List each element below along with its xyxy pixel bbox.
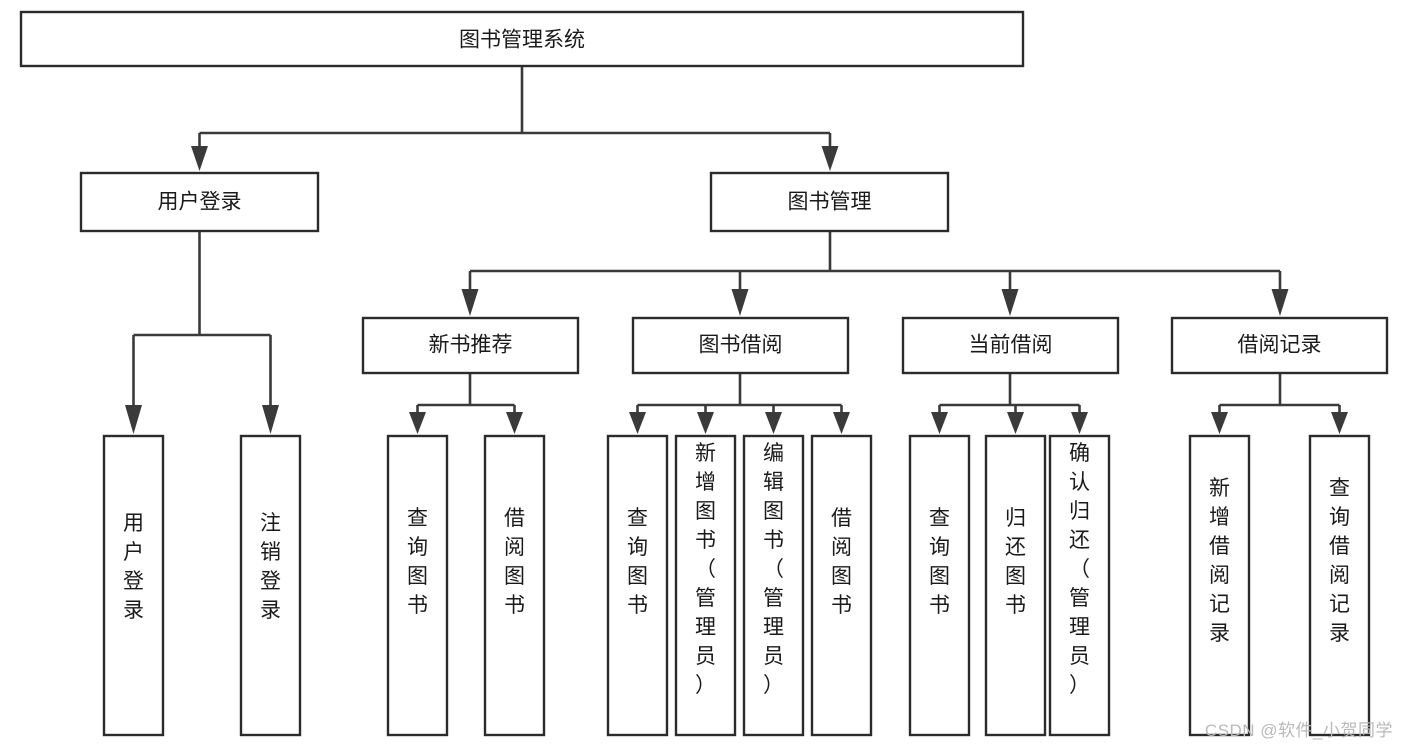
connector-layer <box>125 66 1348 434</box>
leaf-node-edit-book-admin[interactable]: 编辑图书（管理员） <box>742 434 805 737</box>
node-user-login-label: 用户登录 <box>158 191 242 214</box>
node-user-login[interactable]: 用户登录 <box>79 171 320 233</box>
arrow-head-leaf-query-book-borrow <box>629 412 646 434</box>
arrow-head-book-borrow <box>731 289 749 316</box>
leaf-add-borrow-record-box[interactable] <box>1188 434 1251 737</box>
arrow-head-leaf-borrow-book <box>833 412 850 434</box>
leaf-user-logout-label: 注销登录 <box>260 512 281 622</box>
arrow-head-leaf-query-book-recommend <box>409 412 426 434</box>
node-root-box[interactable] <box>19 10 1025 68</box>
leaf-borrow-book-recommend-label: 借阅图书 <box>504 507 525 617</box>
leaf-borrow-book-label: 借阅图书 <box>831 507 852 617</box>
arrow-head-leaf-user-login <box>125 405 142 434</box>
node-current-borrow[interactable]: 当前借阅 <box>901 316 1120 375</box>
leaf-borrow-book-box[interactable] <box>810 434 873 737</box>
leaf-node-query-borrow-record[interactable]: 查询借阅记录 <box>1308 434 1371 737</box>
leaf-query-book-current-box[interactable] <box>908 434 971 737</box>
node-user-login-box[interactable] <box>79 171 320 233</box>
leaf-query-book-borrow-label: 查询图书 <box>627 507 648 617</box>
node-new-book-recommend[interactable]: 新书推荐 <box>361 316 580 375</box>
leaf-query-borrow-record-label: 查询借阅记录 <box>1329 477 1350 645</box>
leaf-query-borrow-record-box[interactable] <box>1308 434 1371 737</box>
arrow-head-leaf-confirm-return-admin <box>1071 412 1088 434</box>
node-book-manage-label: 图书管理 <box>788 191 872 214</box>
node-borrow-record[interactable]: 借阅记录 <box>1170 316 1389 375</box>
node-book-manage[interactable]: 图书管理 <box>709 171 950 233</box>
leaf-return-book-box[interactable] <box>984 434 1047 737</box>
leaf-node-confirm-return-admin[interactable]: 确认归还（管理员） <box>1048 434 1111 737</box>
arrow-head-current-borrow <box>1001 289 1019 316</box>
leaf-return-book-label: 归还图书 <box>1005 507 1026 617</box>
leaf-user-login-label: 用户登录 <box>123 512 144 622</box>
arrow-head-leaf-add-book-admin <box>697 412 714 434</box>
leaf-confirm-return-admin-box[interactable] <box>1048 434 1111 737</box>
node-new-book-recommend-box[interactable] <box>361 316 580 375</box>
node-current-borrow-box[interactable] <box>901 316 1120 375</box>
leaf-node-query-book-recommend[interactable]: 查询图书 <box>386 434 449 737</box>
arrow-head-leaf-query-book-current <box>931 412 948 434</box>
leaf-node-query-book-borrow[interactable]: 查询图书 <box>606 434 669 737</box>
leaf-edit-book-admin-box[interactable] <box>742 434 805 737</box>
csdn-watermark: CSDN @软件_小贺同学 <box>1204 721 1393 740</box>
arrow-head-new-book-recommend <box>461 289 479 316</box>
leaf-add-book-admin-box[interactable] <box>674 434 737 737</box>
leaf-node-user-logout[interactable]: 注销登录 <box>239 434 302 737</box>
node-borrow-record-box[interactable] <box>1170 316 1389 375</box>
arrow-head-borrow-record <box>1271 289 1289 316</box>
node-root-label: 图书管理系统 <box>459 29 585 52</box>
leaf-query-book-borrow-box[interactable] <box>606 434 669 737</box>
leaf-confirm-return-admin-label: 确认归还（管理员） <box>1069 442 1090 697</box>
leaf-node-borrow-book-recommend[interactable]: 借阅图书 <box>483 434 546 737</box>
node-book-borrow-box[interactable] <box>631 316 850 375</box>
arrow-head-book-manage <box>821 146 839 171</box>
arrow-head-leaf-borrow-book-recommend <box>506 412 523 434</box>
leaf-node-add-borrow-record[interactable]: 新增借阅记录 <box>1188 434 1251 737</box>
node-book-borrow-label: 图书借阅 <box>699 334 783 357</box>
leaf-query-book-recommend-label: 查询图书 <box>407 507 428 617</box>
arrow-head-leaf-return-book <box>1007 412 1024 434</box>
leaf-edit-book-admin-label: 编辑图书（管理员） <box>763 442 784 697</box>
leaf-node-query-book-current[interactable]: 查询图书 <box>908 434 971 737</box>
node-root[interactable]: 图书管理系统 <box>19 10 1025 68</box>
arrow-head-leaf-add-borrow-record <box>1211 412 1228 434</box>
arrow-head-leaf-user-logout <box>262 405 279 434</box>
leaf-node-user-login[interactable]: 用户登录 <box>102 434 165 737</box>
node-borrow-record-label: 借阅记录 <box>1238 334 1322 357</box>
leaf-node-add-book-admin[interactable]: 新增图书（管理员） <box>674 434 737 737</box>
node-book-borrow[interactable]: 图书借阅 <box>631 316 850 375</box>
node-new-book-recommend-label: 新书推荐 <box>429 334 513 357</box>
leaf-query-book-current-label: 查询图书 <box>929 507 950 617</box>
leaf-user-login-box[interactable] <box>102 434 165 737</box>
leaf-node-return-book[interactable]: 归还图书 <box>984 434 1047 737</box>
leaf-node-borrow-book[interactable]: 借阅图书 <box>810 434 873 737</box>
arrow-head-leaf-query-borrow-record <box>1331 412 1348 434</box>
leaf-user-logout-box[interactable] <box>239 434 302 737</box>
leaf-borrow-book-recommend-box[interactable] <box>483 434 546 737</box>
node-current-borrow-label: 当前借阅 <box>969 334 1053 357</box>
arrow-head-leaf-edit-book-admin <box>765 412 782 434</box>
leaf-add-borrow-record-label: 新增借阅记录 <box>1209 477 1230 645</box>
node-book-manage-box[interactable] <box>709 171 950 233</box>
arrow-head-user-login <box>191 146 208 171</box>
leaf-query-book-recommend-box[interactable] <box>386 434 449 737</box>
leaf-add-book-admin-label: 新增图书（管理员） <box>695 442 716 697</box>
